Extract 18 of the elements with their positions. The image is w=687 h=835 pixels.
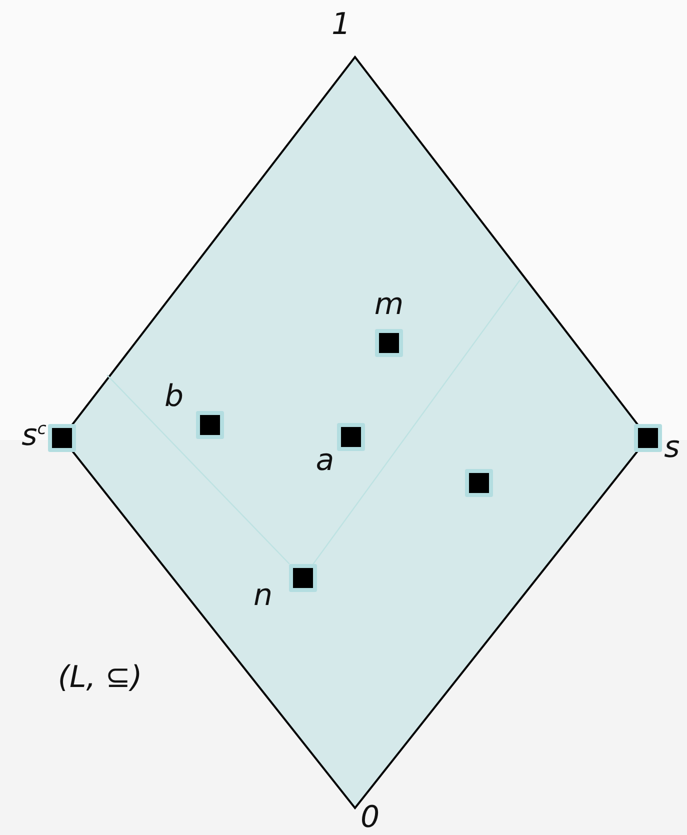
point-label: n xyxy=(254,581,272,611)
point-label: m xyxy=(374,290,404,320)
element-marker xyxy=(289,564,317,592)
lattice-line xyxy=(106,374,290,564)
point-label: a xyxy=(316,446,334,476)
lattice-line xyxy=(312,280,520,564)
element-marker xyxy=(634,424,662,452)
element-marker xyxy=(337,423,365,451)
point-label: s xyxy=(664,433,680,463)
point-label: b xyxy=(164,382,184,412)
bound-label: 1 xyxy=(331,10,351,40)
point-label: s$^{c}$ xyxy=(22,421,46,451)
element-marker xyxy=(375,329,403,357)
element-marker xyxy=(196,411,224,439)
bound-label: 0 xyxy=(360,803,380,833)
element-marker xyxy=(465,469,493,497)
lattice-name: (L, ⊆) xyxy=(58,663,142,693)
element-marker xyxy=(48,424,76,452)
